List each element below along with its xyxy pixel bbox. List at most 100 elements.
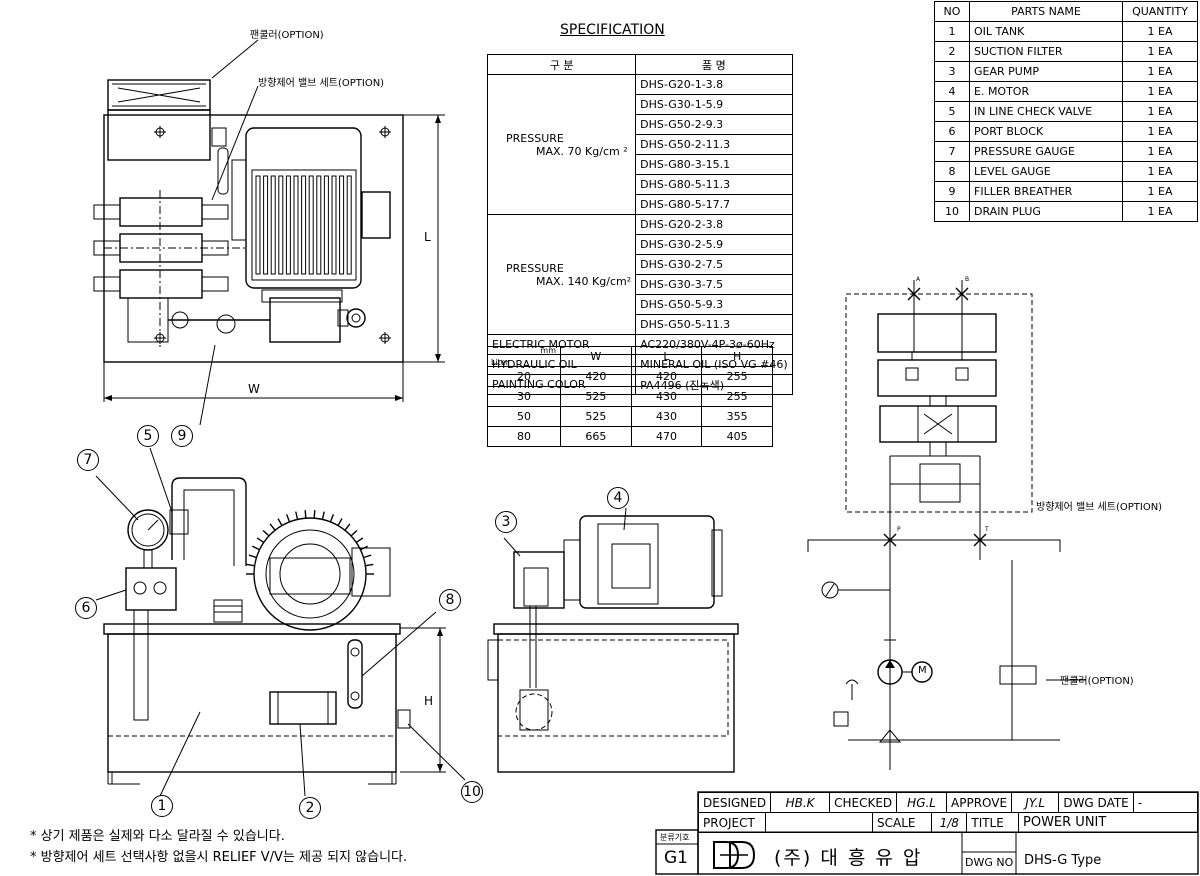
part-balloon-10: 10	[461, 781, 483, 803]
front-view	[95, 447, 466, 797]
dir-valve-label-schem: 방향제어 밸브 세트(OPTION)	[1036, 502, 1163, 513]
leader-fan-cooler	[211, 39, 259, 79]
part-balloon-7: 7	[77, 449, 99, 471]
parts-head-name: PARTS NAME	[969, 1, 1123, 22]
mounting-holes	[154, 126, 391, 344]
suction-filter-front	[269, 691, 337, 725]
scale-label: SCALE	[871, 812, 933, 833]
motor-front	[253, 517, 367, 631]
spec-p140-label: PRESSURE MAX. 140 Kg/cm²	[486, 214, 637, 335]
motor-side	[579, 515, 715, 609]
note-2: * 방향제어 세트 선택사항 없을시 RELIEF V/V는 제공 되지 않습니…	[30, 850, 408, 865]
dwg-date-label: DWG DATE	[1058, 792, 1134, 813]
specification-table: 구 분 품 명 PRESSURE MAX. 70 Kg/cm ² DHS-G20…	[486, 54, 793, 395]
dim-head-w: W	[560, 346, 632, 367]
spec-model: DHS-G20-1-3.8	[635, 74, 793, 95]
company-name: (주) 대 흥 유 압	[774, 847, 923, 869]
spec-title: SPECIFICATION	[560, 22, 665, 38]
port-p-label: P	[897, 526, 901, 533]
designed-value: HB.K	[770, 792, 831, 813]
top-view-dims	[103, 114, 445, 402]
dir-valve-set-frame	[845, 293, 1033, 513]
spec-model: DHS-G30-2-7.5	[635, 254, 793, 275]
dwg-date-value: -	[1132, 792, 1199, 813]
class-code-value: G1	[664, 848, 688, 868]
top-view-base-plate	[103, 114, 404, 363]
dir-valve-label-top: 방향제어 밸브 세트(OPTION)	[258, 78, 385, 89]
dim-head-corner: mm Liter	[487, 346, 561, 367]
spec-model: DHS-G30-2-5.9	[635, 234, 793, 255]
spec-model: DHS-G30-1-5.9	[635, 94, 793, 115]
leader-9	[199, 344, 216, 426]
spec-model: DHS-G50-5-9.3	[635, 294, 793, 315]
port-t-label: T	[985, 526, 989, 533]
fan-cooler-label-schem: 팬쿨러(OPTION)	[1060, 676, 1134, 687]
part-balloon-1: 1	[151, 795, 173, 817]
spec-head-left: 구 분	[486, 54, 637, 75]
dwg-no-value: DHS-G Type	[1024, 853, 1102, 868]
title-block-mid: PROJECT SCALE 1/8 TITLE POWER UNIT	[698, 812, 1198, 833]
approve-label: APPROVE	[946, 792, 1013, 813]
dim-h-label: H	[424, 694, 434, 708]
motor-symbol	[911, 661, 933, 683]
pump-top	[269, 297, 366, 343]
motor-m-label: M	[918, 665, 927, 676]
top-view	[93, 39, 445, 426]
motor-top	[231, 127, 391, 303]
dim-head-l: L	[630, 346, 703, 367]
part-balloon-4: 4	[607, 487, 629, 509]
class-code-label: 분류기호	[660, 833, 690, 842]
dim-l-label: L	[424, 230, 431, 244]
designed-label: DESIGNED	[697, 792, 772, 813]
part-balloon-5: 5	[137, 425, 159, 447]
scale-value: 1/8	[931, 812, 968, 833]
title-label: TITLE	[966, 812, 1019, 833]
part-balloon-2: 2	[299, 797, 321, 819]
dim-head-h: H	[701, 346, 773, 367]
fan-cooler-label-top: 팬쿨러(OPTION)	[250, 30, 324, 41]
piping-top	[168, 127, 270, 334]
parts-head-no: NO	[934, 1, 970, 22]
valve-stack-top	[93, 190, 246, 350]
spec-head-right: 품 명	[635, 54, 793, 75]
spec-model: DHS-G50-2-9.3	[635, 114, 793, 135]
note-1: * 상기 제품은 실제와 다소 달라질 수 있습니다.	[30, 829, 285, 844]
parts-head-qty: QUANTITY	[1122, 1, 1198, 22]
title-block-top: DESIGNED HB.K CHECKED HG.L APPROVE JY.L …	[697, 792, 1199, 813]
spec-model: DHS-G50-2-11.3	[635, 134, 793, 155]
port-block-front	[125, 567, 177, 611]
spec-model: DHS-G80-5-11.3	[635, 174, 793, 195]
port-b-label: B	[965, 276, 970, 283]
port-a-label: A	[916, 276, 921, 283]
spec-p70-label: PRESSURE MAX. 70 Kg/cm ²	[486, 74, 637, 215]
drain-plug-front	[397, 709, 411, 729]
part-balloon-6: 6	[75, 597, 97, 619]
spec-model: DHS-G50-5-11.3	[635, 314, 793, 335]
fan-cooler-symbol	[999, 665, 1037, 685]
dim-w-label: W	[248, 382, 260, 396]
spec-model: DHS-G80-3-15.1	[635, 154, 793, 175]
part-balloon-8: 8	[439, 589, 461, 611]
fan-cooler-top	[107, 79, 211, 161]
hydraulic-schematic	[807, 280, 1086, 770]
spec-model: DHS-G20-2-3.8	[635, 214, 793, 235]
spec-model: DHS-G30-3-7.5	[635, 274, 793, 295]
pump-side	[513, 551, 565, 609]
checked-value: HG.L	[896, 792, 948, 813]
part-balloon-3: 3	[495, 511, 517, 533]
